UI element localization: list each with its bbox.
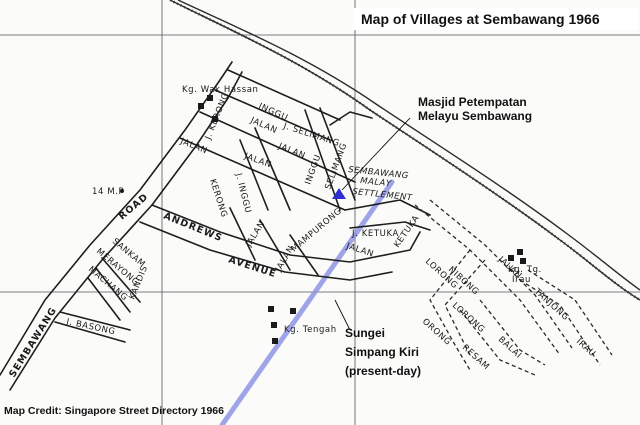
road-label-avenue: AVENUE <box>227 254 278 280</box>
hut-marker <box>207 95 213 101</box>
road-label-jalan-3: JALAN <box>244 219 268 249</box>
road-label-j-inggu: J. INGGU <box>233 171 253 214</box>
map-title: Map of Villages at Sembawang 1966 <box>361 11 600 27</box>
village-huts <box>198 95 526 344</box>
mosque-annotation-line-2: Melayu Sembawang <box>418 109 532 123</box>
river-leader-line <box>334 299 351 331</box>
road-label-inggu: INGGU <box>303 153 323 186</box>
mosque-annotation-line-1: Masjid Petempatan <box>418 95 527 109</box>
hut-marker <box>272 338 278 344</box>
village-label-wak-hassan: Kg. Wak Hassan <box>182 85 259 95</box>
river-line <box>219 179 395 425</box>
road-label-j-ketuka: J. KETUKA <box>351 229 399 239</box>
village-label-tg-irau-1: Kg. Tg. <box>508 265 542 275</box>
title-background <box>354 8 638 30</box>
road-label-sembawang: SEMBAWANG <box>7 305 59 379</box>
mosque-marker <box>332 188 346 199</box>
road-network <box>0 61 431 391</box>
hut-marker <box>290 308 296 314</box>
village-label-tg-irau-2: Irau <box>512 275 531 285</box>
coastline <box>169 0 640 302</box>
hut-marker <box>517 249 523 255</box>
milepost-dot <box>120 189 124 193</box>
milepost-label: 14 M.P <box>92 187 124 197</box>
map-credit: Map Credit: Singapore Street Directory 1… <box>4 405 224 417</box>
hut-marker <box>212 116 218 122</box>
village-label-tengah: Kg. Tengah <box>284 325 337 335</box>
road-label-balai: BALAI <box>496 335 523 361</box>
hut-marker <box>520 258 526 264</box>
river-annotation-line-3: (present-day) <box>345 364 421 378</box>
mosque-leader-line <box>341 117 411 191</box>
road-label-jalan-4: JALAN <box>344 241 375 260</box>
road-label-lorong-2: LORONG <box>450 301 487 335</box>
road-label-selimang: SELIMANG <box>323 142 349 191</box>
road-label-kerong: KERONG <box>207 178 229 219</box>
river-annotation-line-1: Sungei <box>345 326 385 340</box>
settlement-label-2: MALAY <box>360 176 393 189</box>
river-annotation-line-2: Simpang Kiri <box>345 345 419 359</box>
hut-marker <box>198 103 204 109</box>
hut-marker <box>271 322 277 328</box>
road-label-jalan-kerong-1: JALAN <box>178 136 209 156</box>
road-label-jalan-mampurong-2: MAMPURONG <box>290 206 345 254</box>
hut-marker <box>268 306 274 312</box>
dashed-tracks <box>414 199 613 376</box>
road-label-andrews: ANDREWS <box>162 211 224 245</box>
road-label-resam: RESAM <box>460 343 491 373</box>
road-label-jalan-2: JALAN <box>276 141 307 161</box>
settlement-label-3: SETTLEMENT <box>352 187 414 203</box>
hut-marker <box>508 255 514 261</box>
